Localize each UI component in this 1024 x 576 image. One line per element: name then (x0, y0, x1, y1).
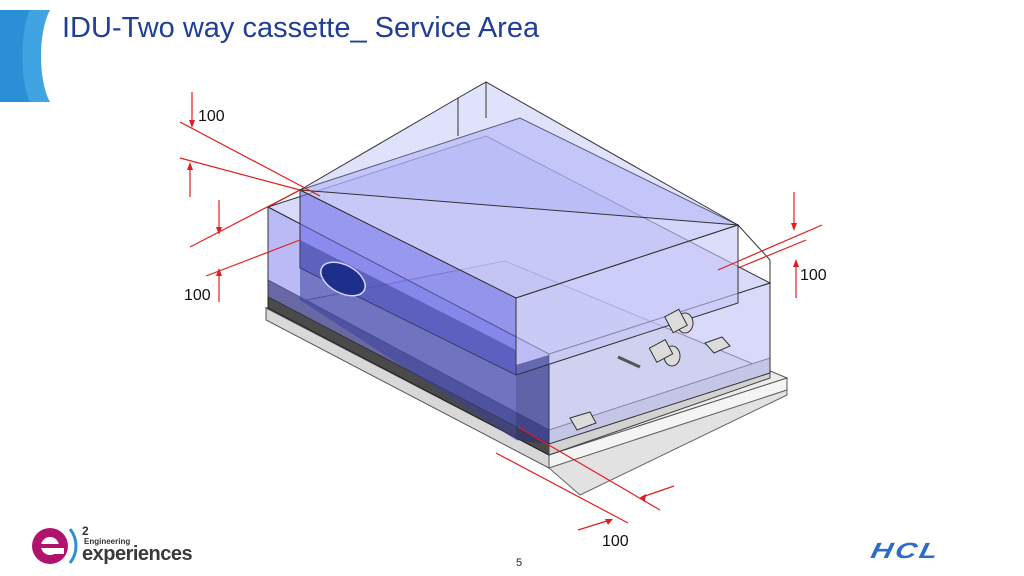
dimension-lines (179, 92, 823, 531)
e2-small-text: Engineering (84, 537, 131, 546)
dimension-arrowheads (187, 120, 799, 525)
dimension-label-right: 100 (800, 267, 827, 284)
dimension-label-bottom: 100 (602, 533, 629, 550)
service-area-volume (266, 81, 772, 445)
e2-logo-mark (32, 528, 78, 564)
dimension-label-top-left: 100 (198, 108, 225, 125)
dimension-label-left: 100 (184, 287, 211, 304)
brand-badge (320, 261, 366, 297)
pipe-connections (569, 308, 731, 431)
slide-title: IDU-Two way cassette_ Service Area (62, 12, 540, 44)
e2-large-text: experiences (82, 543, 193, 565)
e2-superscript: 2 (82, 524, 89, 538)
page-number: 5 (516, 557, 523, 569)
brand-ribbon (0, 10, 50, 102)
e2-engineering-experiences-logo: 2 Engineering experiences (30, 524, 210, 567)
hcl-logo-text: HCL (868, 538, 944, 563)
hcl-logo: HCL (869, 538, 998, 563)
